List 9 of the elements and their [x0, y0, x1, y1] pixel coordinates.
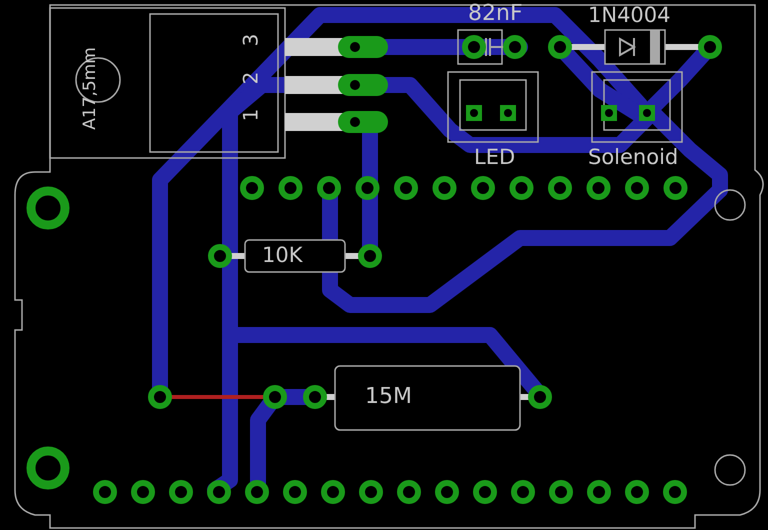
- diode-part-label: 1N4004: [588, 5, 671, 26]
- resistor-value-label: 15M: [365, 386, 412, 408]
- resistor-value-label: 10K: [262, 245, 302, 266]
- pin-number: 1: [240, 108, 260, 122]
- pin-number: 2: [240, 72, 260, 84]
- pin-number: 3: [240, 34, 260, 46]
- dimension-label: A17,5mm: [81, 46, 98, 130]
- connector-label: Solenoid: [588, 147, 678, 168]
- capacitor-value-label: 82nF: [468, 3, 523, 25]
